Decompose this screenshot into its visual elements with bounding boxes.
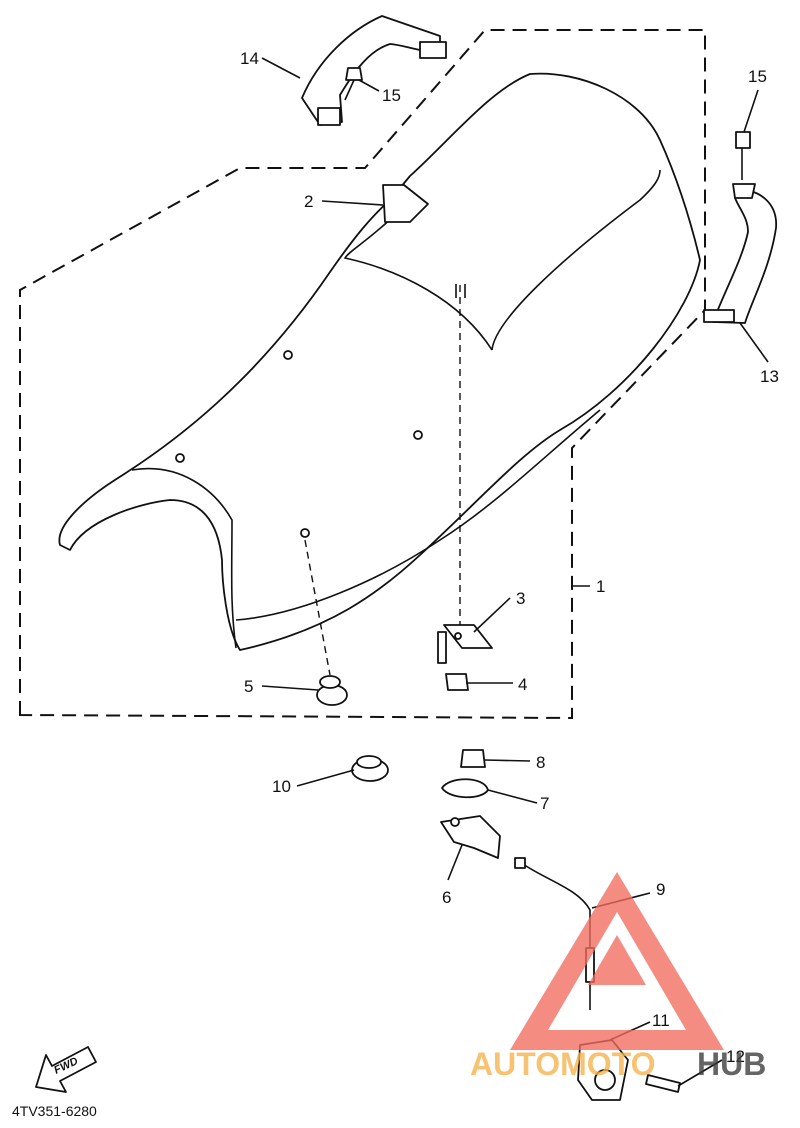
- part-15-bolt-left: [344, 67, 363, 101]
- part-9-seat-lock-cable: [514, 857, 595, 1010]
- callout-6: 6: [442, 888, 451, 907]
- automotohub-watermark: AUTOMOTO HUB: [470, 872, 766, 1082]
- callout-7: 7: [540, 794, 549, 813]
- part-7-plate: [441, 778, 489, 799]
- callout-13: 13: [760, 367, 779, 386]
- seat-assembly-boundary: [19, 29, 706, 720]
- callout-12: 12: [726, 1047, 745, 1066]
- callout-1: 1: [596, 577, 605, 596]
- part-8-nut: [460, 749, 486, 768]
- watermark-text-part1: AUTOMOTO: [470, 1046, 655, 1082]
- callout-10: 10: [272, 777, 291, 796]
- part-2-seat-tab: [382, 184, 429, 223]
- callout-15-left: 15: [382, 86, 401, 105]
- fwd-arrow-icon: FWD: [35, 1046, 97, 1093]
- callout-8: 8: [536, 753, 545, 772]
- part-12-bolt: [645, 1074, 681, 1093]
- part-5-damper: [316, 675, 348, 706]
- part-13-grab-bar: [703, 183, 777, 324]
- part-6-latch: [440, 815, 501, 859]
- callout-2: 2: [304, 192, 313, 211]
- part-3-bracket: [437, 624, 493, 664]
- part-15-bolt-right: [735, 131, 751, 180]
- part-4-nut: [445, 673, 469, 691]
- callout-9: 9: [656, 880, 665, 899]
- callout-3: 3: [516, 589, 525, 608]
- callout-11: 11: [652, 1011, 670, 1030]
- part-10-damper: [351, 755, 389, 782]
- watermark-text-part2: HUB: [697, 1046, 766, 1082]
- callout-14: 14: [240, 49, 259, 68]
- callout-15-right: 15: [748, 67, 767, 86]
- watermark-triangle-logo: [510, 872, 724, 1050]
- callout-labels: 14 15 2 15 13 3 1 4 5 10 8 7 6 9 11 12: [240, 49, 779, 1066]
- part-11-lock: [577, 1039, 629, 1101]
- callout-4: 4: [518, 675, 527, 694]
- diagram-code: 4TV351-6280: [12, 1103, 97, 1119]
- callout-5: 5: [244, 677, 253, 696]
- seat-body: [58, 72, 701, 651]
- part-14-grab-handle: [301, 15, 447, 126]
